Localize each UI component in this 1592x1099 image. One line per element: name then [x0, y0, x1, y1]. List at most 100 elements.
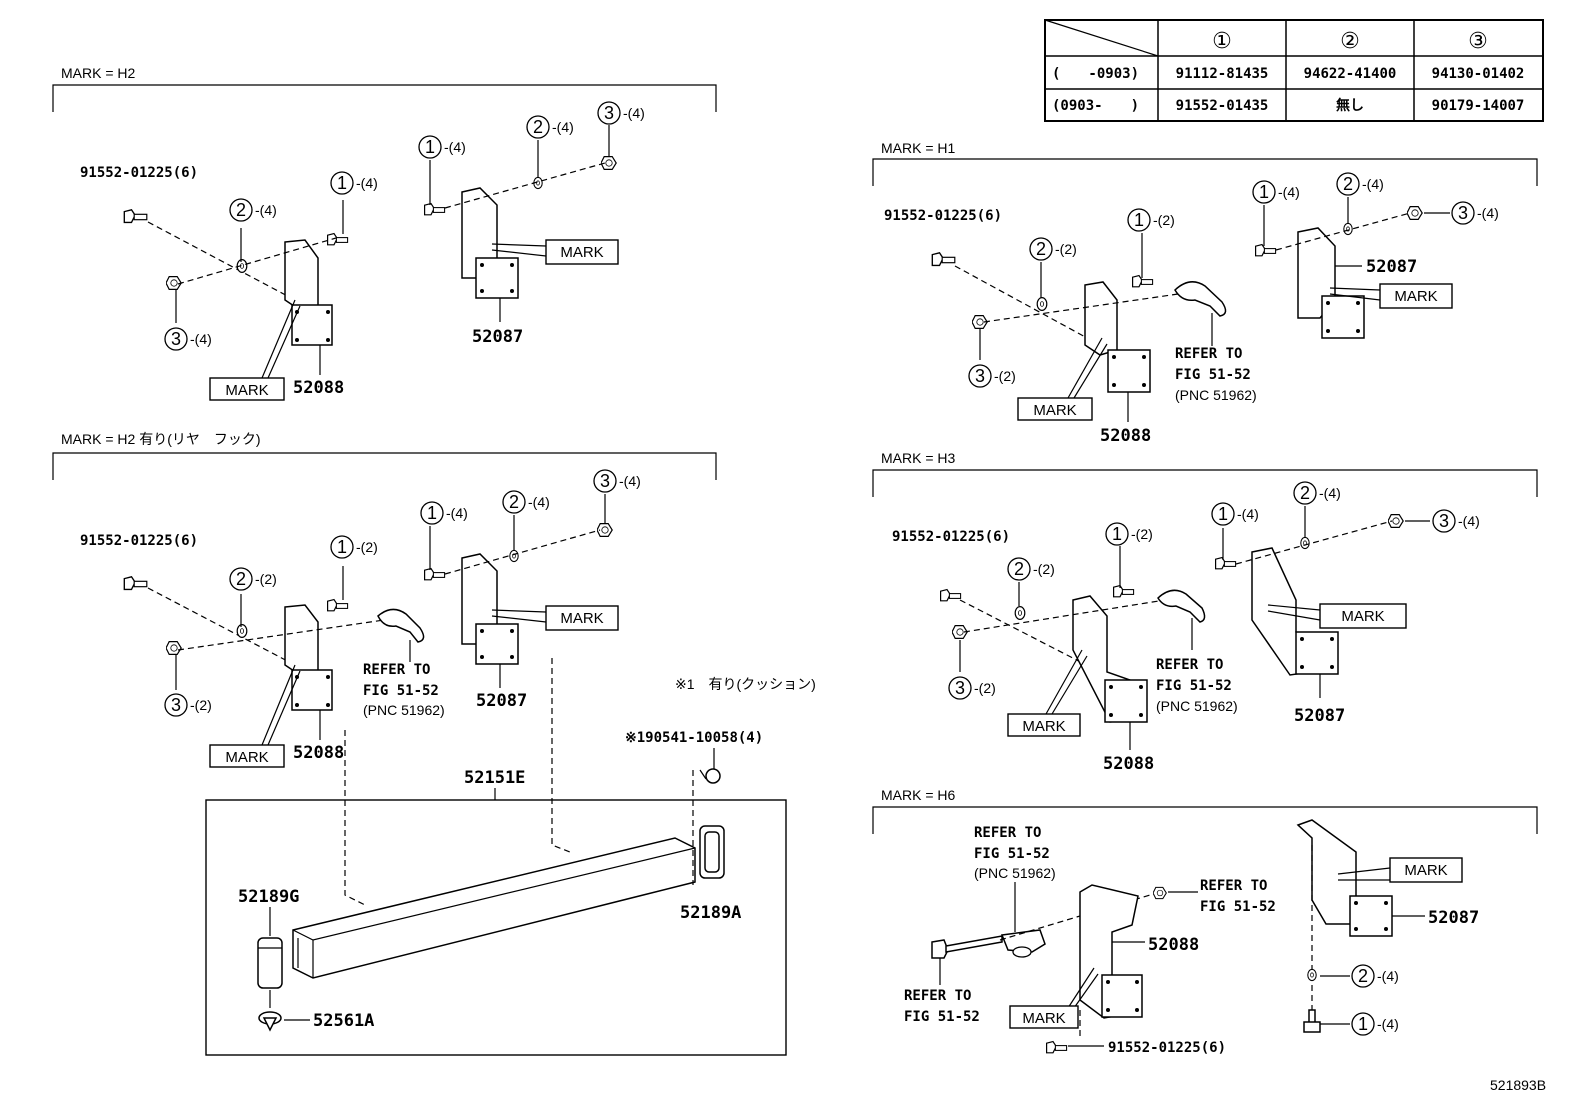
- group-h2-circle-2b: 2: [236, 200, 246, 220]
- group-h2hook-refer-2: FIG 51-52: [363, 683, 439, 699]
- screw-52561a: [258, 1011, 282, 1032]
- table-row-1-col3: 94130-01402: [1432, 66, 1525, 82]
- group-h1-circle-1b: 1: [1134, 210, 1144, 230]
- table-header-2: ②: [1340, 28, 1360, 53]
- group-h2hook-circle-2a: 2: [509, 492, 519, 512]
- group-h1-caption: MARK = H1: [881, 140, 956, 156]
- group-h6-bolt-label: 91552-01225(6): [1108, 1040, 1226, 1056]
- group-h6-caption: MARK = H6: [881, 787, 956, 803]
- group-h6-refer-b2: FIG 51-52: [1200, 899, 1276, 915]
- group-h6-refer-b1: REFER TO: [1200, 878, 1267, 894]
- group-h2hook-circle-2b: 2: [236, 569, 246, 589]
- group-h3-qty-3b: -(2): [974, 680, 996, 696]
- group-h1-mark-a: MARK: [1394, 288, 1437, 305]
- group-h2-qty-3a: -(4): [623, 105, 645, 121]
- group-h3-circle-3a: 3: [1439, 511, 1449, 531]
- table-row-2-col3: 90179-14007: [1432, 98, 1525, 114]
- group-h3-mark-a: MARK: [1341, 608, 1384, 625]
- group-h1-mark-b: MARK: [1033, 402, 1076, 419]
- group-h2hook-circle-3a: 3: [600, 471, 610, 491]
- h6-long-bolt: [931, 935, 1003, 959]
- group-h2-part-b: 52088: [293, 378, 344, 398]
- group-h2hook-qty-2a: -(4): [528, 494, 550, 510]
- group-h2-mark-b: MARK: [225, 382, 268, 399]
- group-h3-circle-2a: 2: [1300, 483, 1310, 503]
- group-h3-refer-1: REFER TO: [1156, 657, 1223, 673]
- group-h2-circle-1a: 1: [425, 137, 435, 157]
- group-h1-qty-1a: -(4): [1278, 184, 1300, 200]
- group-h1-circle-2a: 2: [1343, 174, 1353, 194]
- group-h1-qty-3a: -(4): [1477, 205, 1499, 221]
- group-h1-circle-3a: 3: [1458, 203, 1468, 223]
- group-h2hook-refer-1: REFER TO: [363, 662, 430, 678]
- group-h6-pnc: (PNC 51962): [974, 865, 1056, 881]
- group-h2hook-qty-3b: -(2): [190, 697, 212, 713]
- group-h3-caption: MARK = H3: [881, 450, 956, 466]
- group-h3-circle-1a: 1: [1218, 504, 1228, 524]
- group-h3-circle-1b: 1: [1112, 524, 1122, 544]
- table-row-2-range: (0903- ): [1052, 98, 1139, 114]
- group-h6-part-b: 52087: [1428, 908, 1479, 928]
- group-h2hook-circle-3b: 3: [171, 695, 181, 715]
- group-h1-refer-2: FIG 51-52: [1175, 367, 1251, 383]
- group-h2hook-qty-1b: -(2): [356, 539, 378, 555]
- group-h6-qty-1: -(4): [1377, 1016, 1399, 1032]
- group-h2hook-part-a: 52087: [476, 691, 527, 711]
- assembly-label: 52151E: [464, 768, 525, 788]
- group-h1-circle-1a: 1: [1259, 182, 1269, 202]
- group-h1-pnc: (PNC 51962): [1175, 387, 1257, 403]
- group-h1-qty-1b: -(2): [1153, 212, 1175, 228]
- group-h1-circle-2b: 2: [1036, 239, 1046, 259]
- group-h2-caption: MARK = H2: [61, 65, 136, 81]
- group-h1-refer-1: REFER TO: [1175, 346, 1242, 362]
- group-h3-qty-1b: -(2): [1131, 526, 1153, 542]
- group-h6-part-a: 52088: [1148, 935, 1199, 955]
- group-h1-circle-3b: 3: [975, 366, 985, 386]
- crossmember-part: [292, 837, 696, 979]
- group-h2-qty-1b: -(4): [356, 175, 378, 191]
- group-h2-qty-2a: -(4): [552, 119, 574, 135]
- group-h3-qty-2a: -(4): [1319, 485, 1341, 501]
- group-h2hook-pnc: (PNC 51962): [363, 702, 445, 718]
- clip-label: ※190541-10058(4): [625, 730, 763, 746]
- group-h3-qty-2b: -(2): [1033, 561, 1055, 577]
- group-h3-bolt-label: 91552-01225(6): [892, 529, 1010, 545]
- group-h2-qty-2b: -(4): [255, 202, 277, 218]
- group-h2-qty-3b: -(4): [190, 331, 212, 347]
- group-h2hook-qty-1a: -(4): [446, 505, 468, 521]
- group-h2-circle-2a: 2: [533, 117, 543, 137]
- group-h1-qty-2a: -(4): [1362, 176, 1384, 192]
- group-h1-qty-3b: -(2): [994, 368, 1016, 384]
- main-assembly: ※1 有り(クッション) ※190541-10058(4) 52151E 521…: [205, 658, 816, 1056]
- group-h1-part-a: 52087: [1366, 257, 1417, 277]
- group-h3-qty-3a: -(4): [1458, 513, 1480, 529]
- group-h2hook-caption: MARK = H2 有り(リヤ フック): [61, 431, 261, 447]
- group-h3-circle-2b: 2: [1014, 559, 1024, 579]
- cushion-52189g: [257, 937, 283, 989]
- group-h2hook-part-b: 52088: [293, 743, 344, 763]
- group-h2hook-mark-b: MARK: [225, 749, 268, 766]
- group-h2-circle-1b: 1: [337, 173, 347, 193]
- group-h3: MARK = H3 91552-01225(6) 1 -(2) 2 -(2) 3…: [872, 450, 1538, 774]
- group-h3-qty-1a: -(4): [1237, 506, 1259, 522]
- group-h6: MARK = H6 REFER TO FIG 51-52 (PNC 51962)…: [872, 787, 1538, 1056]
- group-h3-part-b: 52088: [1103, 754, 1154, 774]
- group-h2-circle-3b: 3: [171, 329, 181, 349]
- drawing-id: 521893B: [1490, 1077, 1546, 1093]
- h6-hook-part: [1000, 929, 1046, 958]
- group-h2hook-qty-2b: -(2): [255, 571, 277, 587]
- part-52189a-label: 52189A: [680, 903, 741, 923]
- table-row-1-col2: 94622-41400: [1304, 66, 1397, 82]
- group-h1-part-b: 52088: [1100, 426, 1151, 446]
- group-h6-refer-c1: REFER TO: [904, 988, 971, 1004]
- group-h2hook-mark-a: MARK: [560, 610, 603, 627]
- group-h2-hook: MARK = H2 有り(リヤ フック) 91552-01225(6) 1 -(…: [52, 431, 717, 768]
- part-52189g-label: 52189G: [238, 887, 299, 907]
- group-h2hook-bolt-label: 91552-01225(6): [80, 533, 198, 549]
- group-h2: MARK = H2 91552-01225(6) 1 -(4) 2 -(4) 3…: [52, 65, 717, 401]
- group-h6-refer-1: REFER TO: [974, 825, 1041, 841]
- clip-part: [699, 768, 721, 784]
- group-h3-pnc: (PNC 51962): [1156, 698, 1238, 714]
- table-header-3: ③: [1468, 28, 1488, 53]
